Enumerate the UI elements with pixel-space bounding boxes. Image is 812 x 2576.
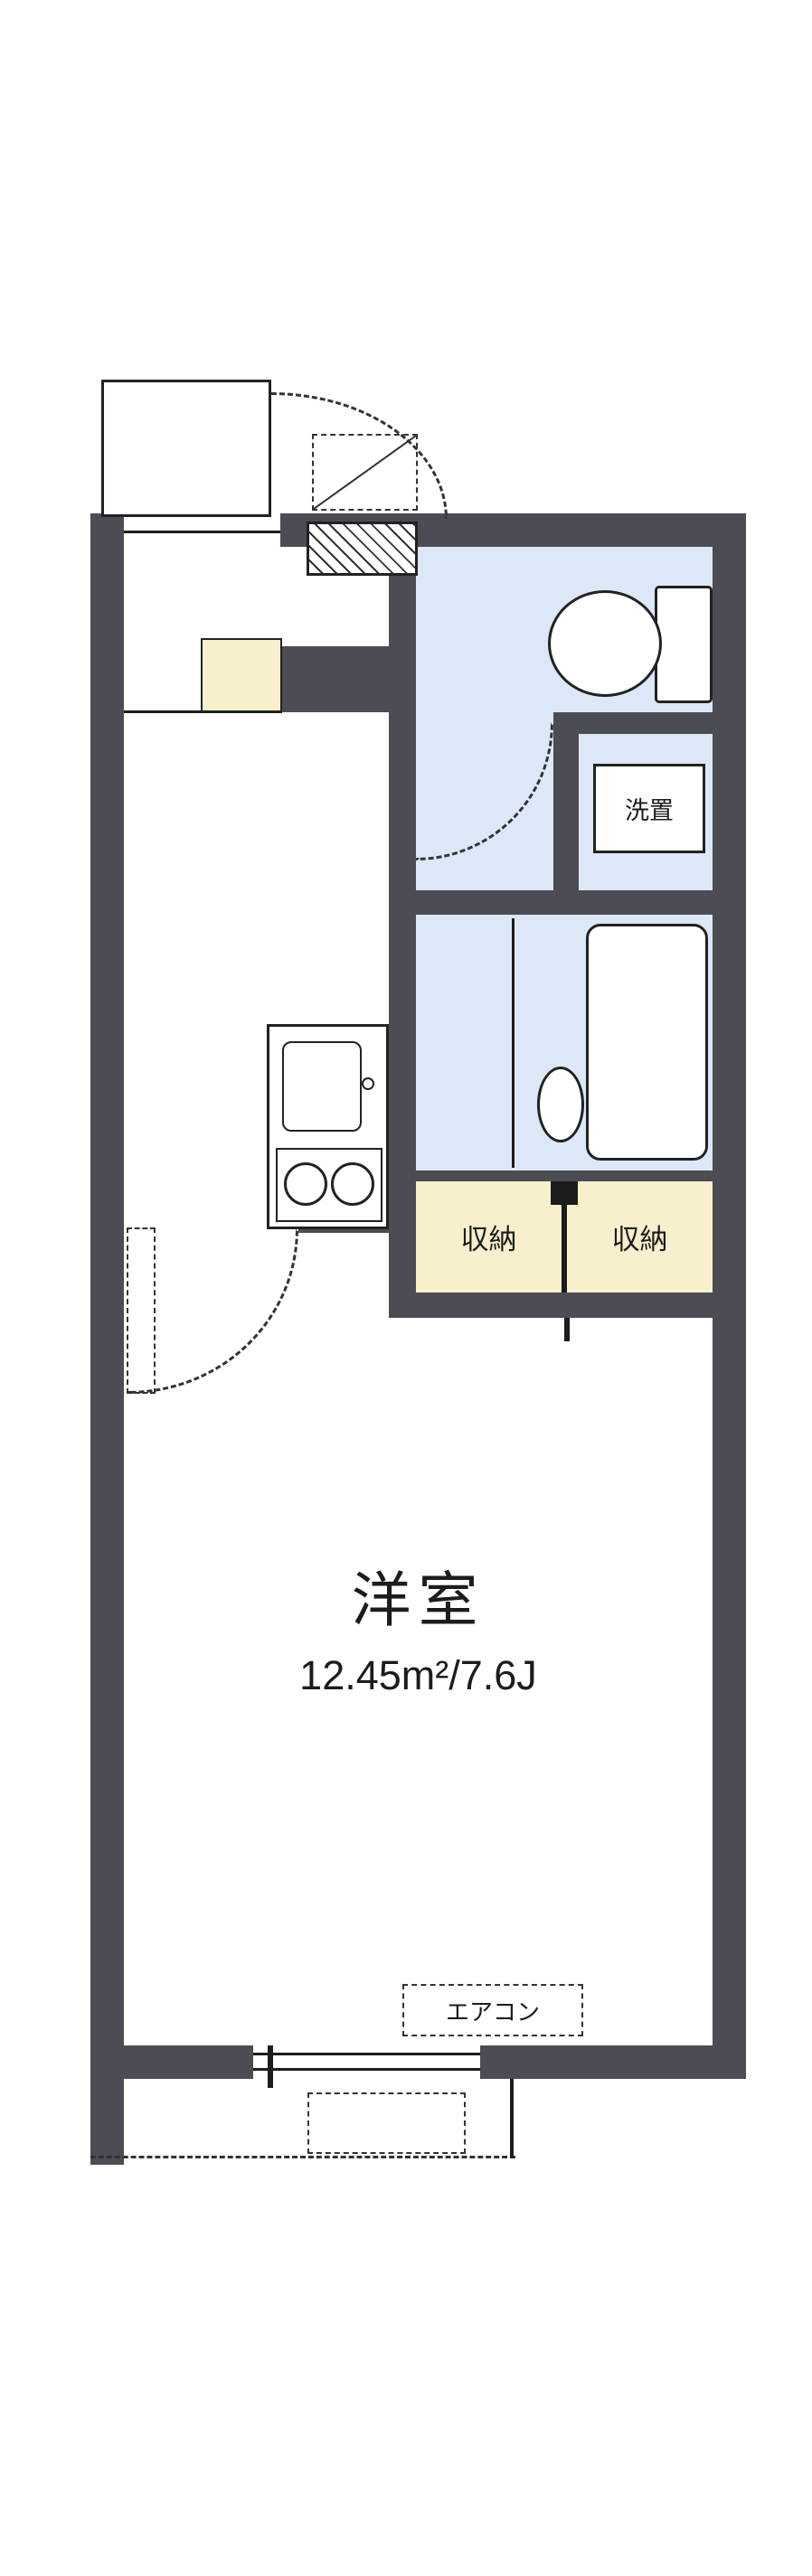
stove-burner-right — [331, 1162, 374, 1206]
bath-door-line — [512, 918, 515, 1168]
main-room-area: 12.45m²/7.6J — [299, 1652, 537, 1698]
main-room-label: 洋室 — [124, 1555, 713, 1636]
closet-divider-cap — [551, 1181, 578, 1205]
stove-burner-left — [284, 1162, 327, 1206]
wall-entrance-block — [282, 646, 389, 712]
room-door-swing-arc — [128, 1229, 298, 1394]
window-line-lower — [253, 2068, 480, 2071]
entrance-door-leaf — [101, 380, 271, 517]
kitchen-faucet — [362, 1077, 374, 1090]
balcony-right-line — [510, 2079, 514, 2158]
aircon-label: エアコン — [445, 1998, 540, 2026]
closet-left-text: 収納 — [460, 1224, 517, 1255]
bathtub — [586, 924, 708, 1161]
toilet-bowl — [548, 590, 662, 697]
wall-left — [90, 513, 124, 2165]
aircon-box: エアコン — [402, 1984, 583, 2036]
kitchen-sink — [282, 1041, 362, 1132]
wall-closet-bottom — [389, 1293, 713, 1318]
laundry-pan: 洗置 — [593, 764, 705, 853]
balcony-inner-dashed — [307, 2092, 466, 2154]
closet-right-label: 収納 — [567, 1181, 713, 1293]
closet-divider — [562, 1181, 567, 1293]
meter-box-door-diagonal — [314, 436, 416, 509]
window-opening — [253, 2045, 480, 2079]
wall-toilet-bottom — [553, 712, 713, 734]
entrance-threshold-line — [124, 531, 280, 533]
window-center-tick — [268, 2045, 273, 2088]
toilet-tank — [655, 586, 713, 703]
meter-box-door-dashed — [312, 434, 418, 511]
main-room-name: 洋室 — [351, 1566, 486, 1633]
laundry-label: 洗置 — [625, 797, 674, 824]
closet-left-label: 収納 — [416, 1181, 562, 1293]
meter-box — [307, 522, 418, 576]
shoe-cabinet — [201, 638, 282, 712]
wall-hall-laundry — [553, 734, 579, 890]
wall-spine — [389, 547, 416, 1318]
wall-right — [713, 513, 746, 2079]
closet-right-text: 収納 — [611, 1224, 668, 1255]
bath-washbowl — [537, 1067, 584, 1142]
balcony-edge-dashed — [90, 2156, 515, 2158]
wall-bath-closet — [416, 1170, 713, 1181]
window-line-upper — [253, 2053, 480, 2055]
main-room-area-label: 12.45m²/7.6J — [124, 1647, 713, 1705]
wall-laundry-bottom — [389, 890, 713, 915]
closet-door-tick — [564, 1318, 570, 1341]
